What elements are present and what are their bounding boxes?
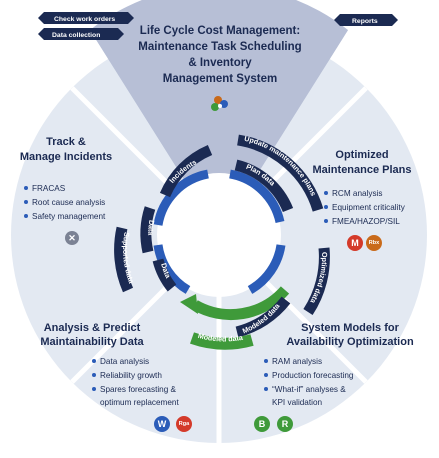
track-bullet: Root cause analysis (32, 198, 105, 207)
analysis-bullet: Spares forecasting & (100, 385, 177, 394)
analysis-title-1: Analysis & Predict (44, 322, 141, 334)
svg-text:R: R (282, 419, 289, 429)
svg-text:Data collection: Data collection (52, 32, 100, 39)
svg-text:M: M (351, 238, 359, 248)
svg-text:B: B (259, 419, 266, 429)
tag-data-collection: Data collection (38, 28, 124, 40)
center-title-line-4: Management System (163, 73, 277, 85)
svg-text:Rbx: Rbx (369, 240, 380, 246)
track-title-2: Manage Incidents (20, 151, 112, 163)
models-title-1: System Models for (301, 322, 400, 334)
track-x-icon: ✕ (65, 231, 79, 245)
segment-analysis: Analysis & Predict Maintainability Data … (40, 322, 192, 432)
models-r-badge-icon: R (277, 416, 293, 432)
segment-models: System Models for Availability Optimizat… (254, 322, 414, 432)
center-title-line-1: Life Cycle Cost Management: (140, 25, 300, 37)
center-logo-icon (211, 96, 228, 111)
plans-bullet: FMEA/HAZOP/SIL (332, 217, 400, 226)
svg-text:W: W (158, 419, 167, 429)
analysis-bullet: Reliability growth (100, 371, 162, 380)
plans-bullet: Equipment criticality (332, 203, 406, 212)
svg-text:Check work orders: Check work orders (54, 16, 115, 23)
analysis-title-2: Maintainability Data (40, 336, 144, 348)
models-title-2: Availability Optimization (286, 336, 414, 348)
models-bullet: “What-if” analyses & (272, 385, 346, 394)
plans-bullet: RCM analysis (332, 189, 383, 198)
center-title: Life Cycle Cost Management: Maintenance … (138, 25, 301, 85)
plans-rbx-badge-icon: Rbx (366, 235, 382, 251)
models-bullet: RAM analysis (272, 357, 322, 366)
analysis-bullet: Data analysis (100, 357, 149, 366)
svg-text:Rga: Rga (179, 421, 190, 427)
tag-check-work-orders: Check work orders (38, 12, 134, 24)
track-bullet: Safety management (32, 212, 106, 221)
plans-m-badge-icon: M (347, 235, 363, 251)
outer-arrows (114, 134, 330, 350)
models-bullet: Production forecasting (272, 371, 354, 380)
center-title-line-2: Maintenance Task Scheduling (138, 41, 301, 53)
plans-title-2: Maintenance Plans (312, 164, 411, 176)
tag-reports: Reports (334, 14, 398, 26)
analysis-rga-badge-icon: Rga (176, 416, 192, 432)
center-hub (157, 173, 281, 297)
track-bullet: FRACAS (32, 184, 66, 193)
svg-text:✕: ✕ (68, 233, 76, 243)
svg-text:Reports: Reports (352, 18, 378, 25)
inner-arrow-ring (153, 169, 290, 321)
center-title-line-3: & Inventory (188, 57, 252, 69)
arrow-label-data-1: Data (146, 219, 156, 236)
models-b-badge-icon: B (254, 416, 270, 432)
models-bullet-cont: KPI validation (272, 398, 323, 407)
track-title-1: Track & (46, 136, 86, 148)
plans-title-1: Optimized (335, 149, 388, 161)
analysis-w-badge-icon: W (154, 416, 170, 432)
segment-track: Track & Manage Incidents FRACAS Root cau… (20, 136, 112, 245)
segment-plans: Optimized Maintenance Plans RCM analysis… (312, 149, 412, 251)
analysis-bullet-cont: optimum replacement (100, 398, 179, 407)
